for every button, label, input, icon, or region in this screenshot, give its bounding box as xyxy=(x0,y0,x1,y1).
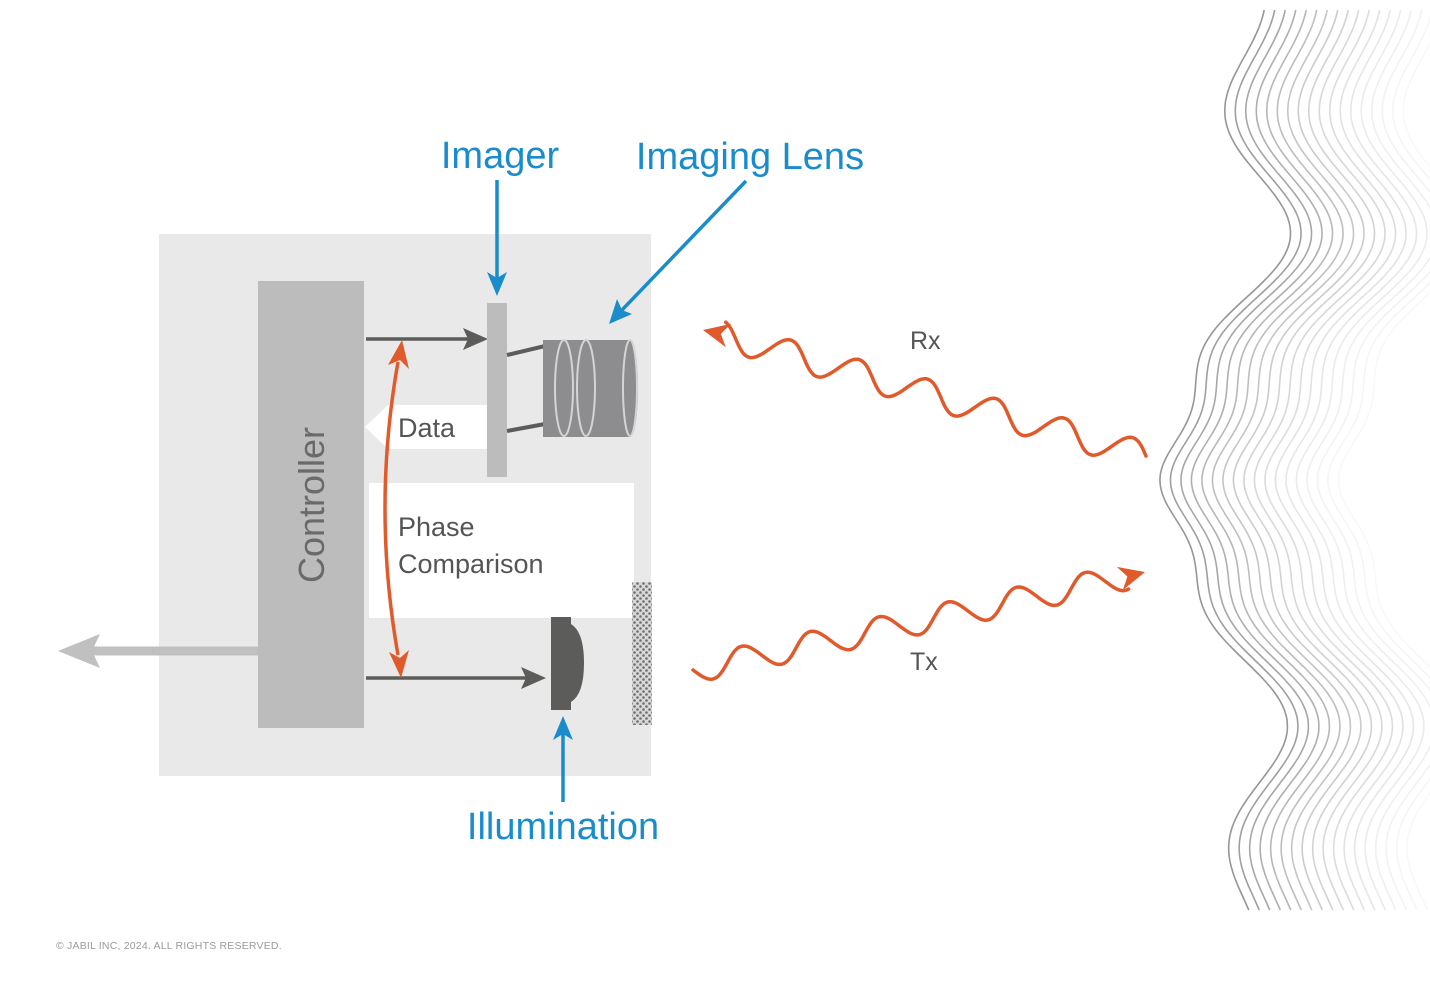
controller-label: Controller xyxy=(291,427,332,583)
target-surface-line xyxy=(1222,9,1355,911)
target-surface-line xyxy=(1201,9,1334,911)
output-arrow xyxy=(58,634,258,668)
target-surface-line xyxy=(1274,9,1407,911)
imaging-lens-pointer xyxy=(609,179,748,324)
target-surface-line xyxy=(1180,9,1313,911)
imager-label: Imager xyxy=(441,135,560,177)
target-surface-line xyxy=(1211,9,1344,911)
illumination-emitter xyxy=(551,617,584,710)
illumination-diffuser xyxy=(632,582,652,725)
phase-comparison-block xyxy=(369,483,634,618)
imaging-lens xyxy=(543,339,639,437)
illumination-pointer xyxy=(553,716,573,802)
data-arrow-block xyxy=(365,405,487,449)
control-arrow-imager xyxy=(366,328,488,350)
rx-label: Rx xyxy=(910,327,941,355)
target-surface-line xyxy=(1159,9,1292,911)
data-label: Data xyxy=(398,413,456,443)
imaging-lens-label: Imaging Lens xyxy=(636,136,864,178)
tx-wave xyxy=(691,566,1145,681)
phase-double-arrow xyxy=(383,340,409,678)
control-arrow-illumination xyxy=(366,667,546,689)
target-surface-line xyxy=(1316,9,1430,911)
target-surface-line xyxy=(1243,9,1376,911)
target-surface-line xyxy=(1327,15,1430,911)
lens-mount-bottom xyxy=(506,422,546,433)
rx-wave xyxy=(703,320,1148,458)
target-surface-line xyxy=(1337,41,1430,911)
imager-pointer xyxy=(487,180,507,296)
target-surface-line xyxy=(1253,9,1386,911)
target-surface-line xyxy=(1232,9,1365,911)
target-surface-line xyxy=(1285,9,1418,911)
phase-label-line1: Phase xyxy=(398,512,475,542)
illumination-label: Illumination xyxy=(467,806,659,848)
target-surface xyxy=(1159,9,1430,911)
lens-mount-top xyxy=(506,344,546,357)
target-surface-line xyxy=(1264,9,1397,911)
copyright-notice: © JABIL INC, 2024. ALL RIGHTS RESERVED. xyxy=(56,940,282,952)
target-surface-line xyxy=(1190,9,1323,911)
target-surface-line xyxy=(1169,9,1302,911)
tx-label: Tx xyxy=(910,648,938,676)
imager-sensor xyxy=(487,303,507,477)
phase-label-line2: Comparison xyxy=(398,549,544,579)
target-surface-line xyxy=(1295,9,1428,911)
target-surface-line xyxy=(1306,9,1430,911)
controller-block xyxy=(258,281,364,728)
